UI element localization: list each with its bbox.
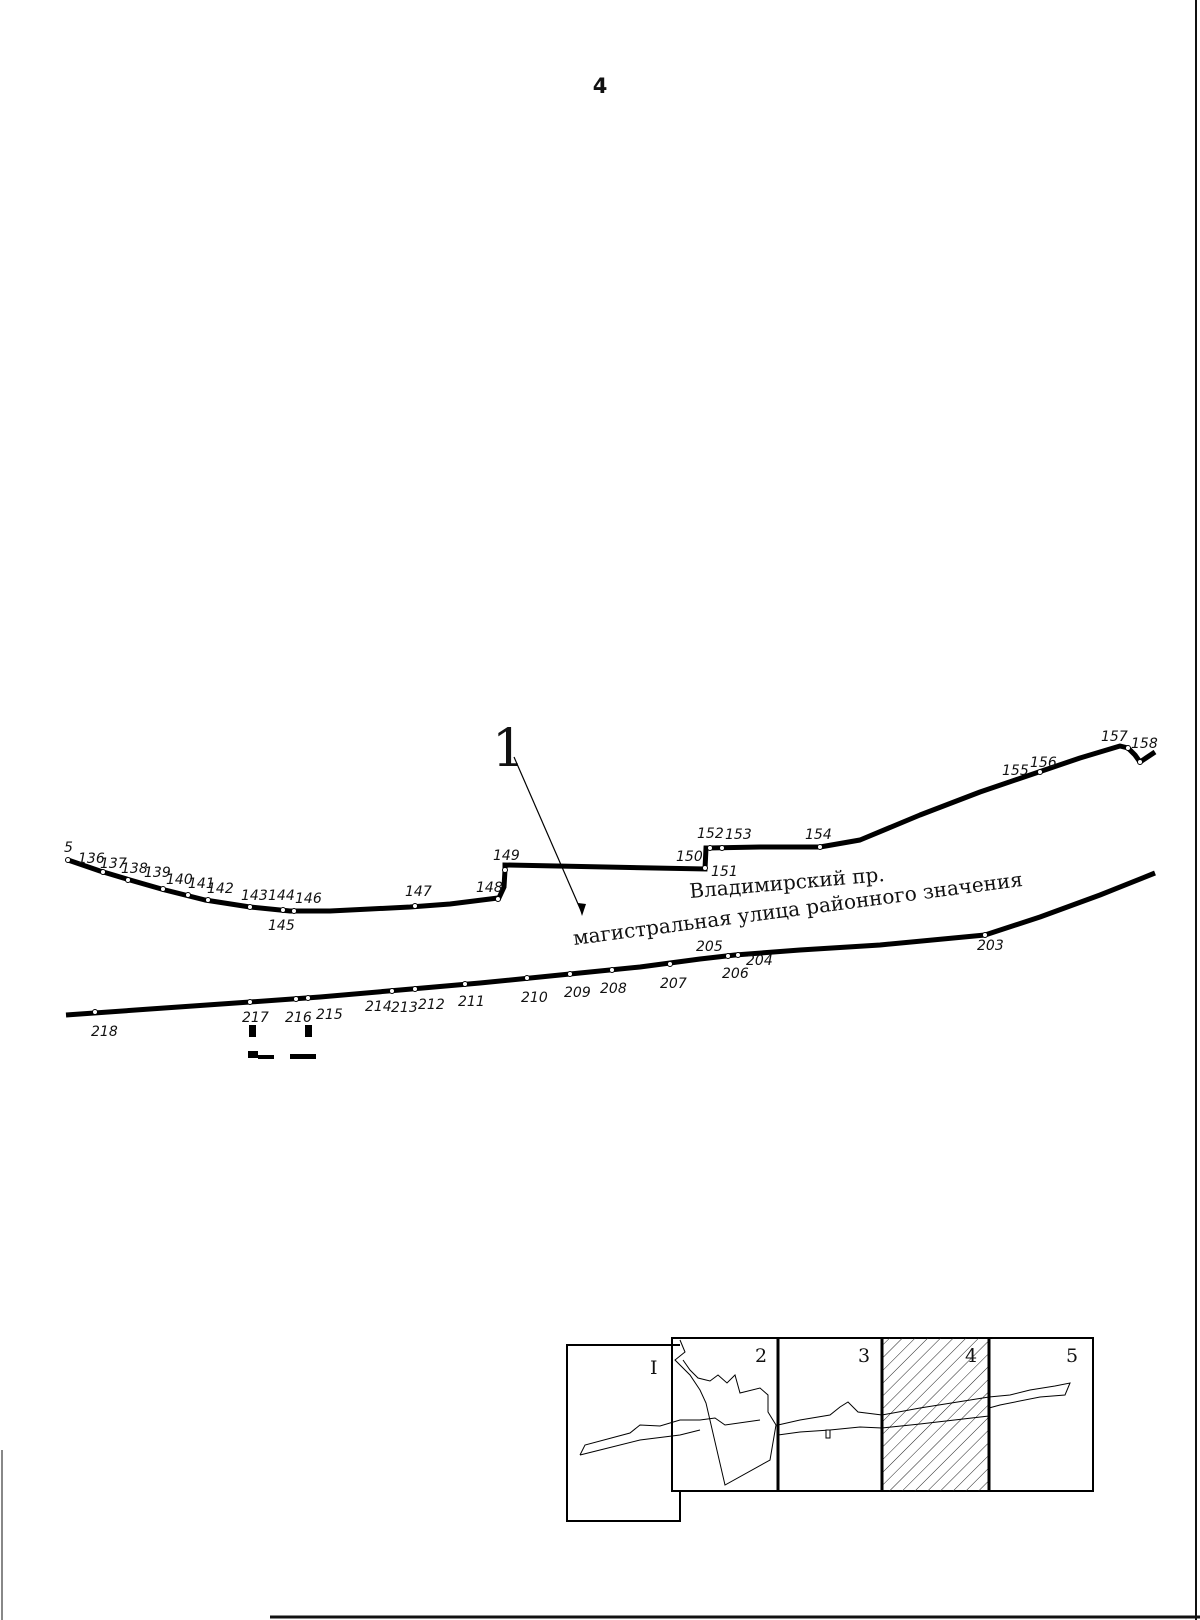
key-map-territory-outline <box>579 1417 761 1456</box>
point-label: 208 <box>600 981 627 997</box>
point-label: 210 <box>521 990 548 1006</box>
point-label: 214 <box>365 999 392 1015</box>
point-label: 212 <box>418 997 445 1013</box>
key-map-sheet-label: 2 <box>755 1345 767 1367</box>
key-map-notch <box>825 1429 831 1439</box>
key-map-corridor-north <box>777 1382 1071 1426</box>
point-label: 153 <box>725 827 752 843</box>
point-label: 136 <box>78 851 105 867</box>
point-label: 211 <box>458 994 485 1010</box>
page-number: 4 <box>593 74 608 98</box>
point-label: 146 <box>295 891 322 907</box>
point-label: 147 <box>405 884 432 900</box>
south-boundary-line <box>65 870 1156 1059</box>
key-map-frame-I <box>566 1344 681 1522</box>
point-label: 145 <box>268 918 295 934</box>
north-boundary-line <box>65 743 1157 914</box>
point-label: 149 <box>493 848 520 864</box>
point-label: 138 <box>121 861 148 877</box>
key-map-sheet-label: 3 <box>858 1345 870 1367</box>
point-label: 142 <box>207 881 234 897</box>
point-label: 148 <box>476 880 503 896</box>
point-label: 144 <box>268 888 295 904</box>
point-label: 151 <box>711 864 738 880</box>
key-map-corridor-south <box>777 1415 990 1436</box>
south-point-labels: 203 204 205 206 207 208 209 210 211 212 … <box>91 938 1004 1040</box>
north-boundary-vertices <box>65 745 1143 914</box>
point-label: 157 <box>1101 729 1128 745</box>
point-label: 154 <box>805 827 832 843</box>
point-label: 203 <box>977 938 1004 954</box>
point-label: 158 <box>1131 736 1158 752</box>
point-label: 156 <box>1030 755 1057 771</box>
key-map-hatched-sheet <box>882 1338 989 1491</box>
key-map-sheet-label: 4 <box>965 1345 977 1367</box>
point-label: 139 <box>144 865 171 881</box>
point-label: 209 <box>564 985 591 1001</box>
south-boundary-spur <box>248 1025 316 1059</box>
key-map-sheet-label: I <box>650 1357 658 1379</box>
callout-arrowhead <box>578 903 586 916</box>
point-label: 141 <box>188 876 215 892</box>
point-label: 216 <box>285 1010 312 1026</box>
point-label: 150 <box>676 849 703 865</box>
point-label: 206 <box>722 966 749 982</box>
point-label: 204 <box>746 953 773 969</box>
point-label: 155 <box>1002 763 1029 779</box>
callout-leader <box>513 756 583 914</box>
point-label: 152 <box>697 826 724 842</box>
point-label: 137 <box>100 856 127 872</box>
point-label: 207 <box>660 976 687 992</box>
key-map: I 2 3 4 5 <box>566 1337 1094 1522</box>
key-map-territory-outline <box>579 1429 701 1456</box>
key-map-sheet-label: 5 <box>1066 1345 1078 1367</box>
point-label: 205 <box>696 939 723 955</box>
point-label: 218 <box>91 1024 118 1040</box>
south-boundary-vertices <box>92 932 988 1015</box>
north-point-labels: 5 136 137 138 139 140 141 142 143 144 14… <box>64 729 1158 934</box>
point-label: 140 <box>166 872 193 888</box>
point-label: 215 <box>316 1007 343 1023</box>
point-label: 213 <box>391 1000 418 1016</box>
point-label: 143 <box>241 888 268 904</box>
key-map-district-outline <box>674 1339 777 1486</box>
point-label: 5 <box>64 840 73 856</box>
point-label: 217 <box>242 1010 269 1026</box>
